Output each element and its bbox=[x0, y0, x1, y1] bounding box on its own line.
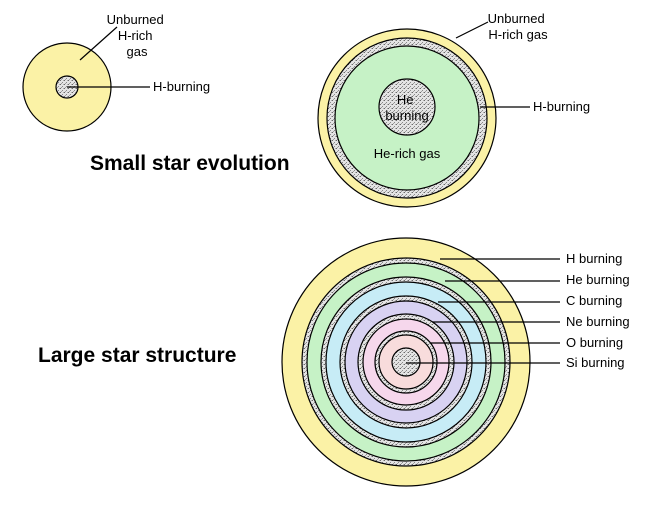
early-unburned-label: Unburned H-rich gas bbox=[107, 12, 168, 59]
small-star-heading: Small star evolution bbox=[90, 152, 290, 175]
late-unburned-line-2: H-rich gas bbox=[488, 27, 548, 42]
he-burning-core-line-2: burning bbox=[385, 108, 428, 123]
small-star-early: Unburned H-rich gas H-burning bbox=[22, 12, 210, 132]
he-burning-core-label: He burning bbox=[385, 92, 428, 123]
he-burning-core-line-1: He bbox=[397, 92, 414, 107]
early-unburned-line-2: H-rich bbox=[118, 28, 153, 43]
large-star-heading: Large star structure bbox=[38, 344, 236, 367]
small-star-late: Unburned H-rich gas H-burning He burning… bbox=[317, 11, 590, 208]
late-unburned-line-1: Unburned bbox=[488, 11, 545, 26]
he-burning-core bbox=[378, 78, 436, 136]
ne-burning-label: Ne burning bbox=[566, 314, 630, 329]
he-rich-gas-label: He-rich gas bbox=[374, 146, 441, 161]
unburned-leader-line bbox=[79, 26, 118, 61]
he-burning-label: He burning bbox=[566, 272, 630, 287]
late-unburned-label: Unburned H-rich gas bbox=[488, 11, 549, 42]
o-burning-label: O burning bbox=[566, 335, 623, 350]
si-burning-core bbox=[391, 347, 421, 377]
c-burning-label: C burning bbox=[566, 293, 622, 308]
early-unburned-line-3: gas bbox=[127, 44, 148, 59]
early-h-burning-label: H-burning bbox=[153, 79, 210, 94]
late-unburned-leader-line bbox=[455, 21, 489, 39]
si-burning-label: Si burning bbox=[566, 355, 625, 370]
late-h-burning-label: H-burning bbox=[533, 99, 590, 114]
h-burning-label: H burning bbox=[566, 251, 622, 266]
early-unburned-line-1: Unburned bbox=[107, 12, 164, 27]
large-star: H burning He burning C burning Ne burnin… bbox=[281, 237, 630, 487]
